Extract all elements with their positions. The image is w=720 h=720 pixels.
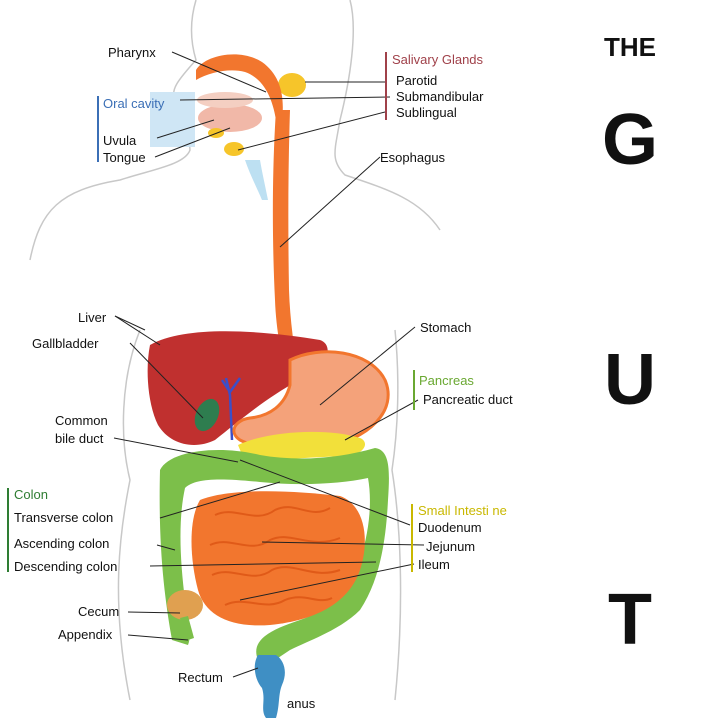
common-bile-duct-label-2: bile duct (55, 431, 104, 446)
body-outline-right (334, 0, 441, 231)
pancreatic-duct-label: Pancreatic duct (423, 392, 513, 407)
liver-label: Liver (78, 310, 107, 325)
liver-shape (147, 331, 328, 445)
torso-left (117, 329, 141, 701)
parotid-label: Parotid (396, 73, 438, 88)
small-intestine-folds (209, 506, 341, 606)
pancreas-shape (238, 431, 365, 462)
duodenum-label: Duodenum (418, 520, 482, 535)
trachea (245, 160, 268, 200)
pharynx-shape (196, 54, 283, 121)
common-bile-duct-label-1: Common (55, 413, 108, 428)
cecum-shape (167, 590, 203, 620)
jejunum-label: Jejunum (426, 539, 476, 554)
colon-title: Colon (14, 487, 48, 502)
transverse-colon-label: Transverse colon (14, 510, 114, 525)
descending-colon-label: Descending colon (14, 559, 118, 574)
rectum-shape (254, 655, 285, 718)
side-title-g: G (601, 100, 658, 180)
gallbladder-shape (194, 398, 220, 432)
ileum-label: Ileum (418, 557, 450, 572)
pharynx-label: Pharynx (108, 45, 156, 60)
ascending-colon-label: Ascending colon (14, 536, 110, 551)
colon-shape (159, 448, 389, 660)
side-title-u: U (604, 340, 656, 420)
esophagus-tube (272, 110, 300, 380)
cecum-label: Cecum (78, 604, 120, 619)
tongue-label: Tongue (103, 150, 146, 165)
side-title-the: THE (604, 32, 656, 62)
parotid-gland (278, 73, 306, 97)
torso-right (391, 329, 402, 701)
stomach-label: Stomach (420, 320, 472, 335)
submandibular-gland (224, 142, 244, 156)
oral-cavity-title: Oral cavity (103, 96, 165, 111)
esophagus-label: Esophagus (380, 150, 446, 165)
uvula-label: Uvula (103, 133, 137, 148)
small-intestine-shape (191, 491, 365, 626)
anus-label: anus (287, 696, 316, 711)
gallbladder-label: Gallbladder (32, 336, 99, 351)
appendix-label: Appendix (58, 627, 113, 642)
side-title-t: T (608, 580, 652, 660)
sublingual-label: Sublingual (396, 105, 457, 120)
leader-lines (113, 51, 425, 678)
bile-duct (220, 377, 242, 441)
tongue-shape (198, 104, 262, 132)
palate-shape (197, 92, 253, 108)
rectum-label: Rectum (178, 670, 223, 685)
small-intestine-title: Small Intesti ne (418, 503, 507, 518)
appendix-shape (180, 616, 194, 640)
salivary-glands-title: Salivary Glands (392, 52, 484, 67)
submandibular-label: Submandibular (396, 89, 484, 104)
pancreas-title: Pancreas (419, 373, 474, 388)
